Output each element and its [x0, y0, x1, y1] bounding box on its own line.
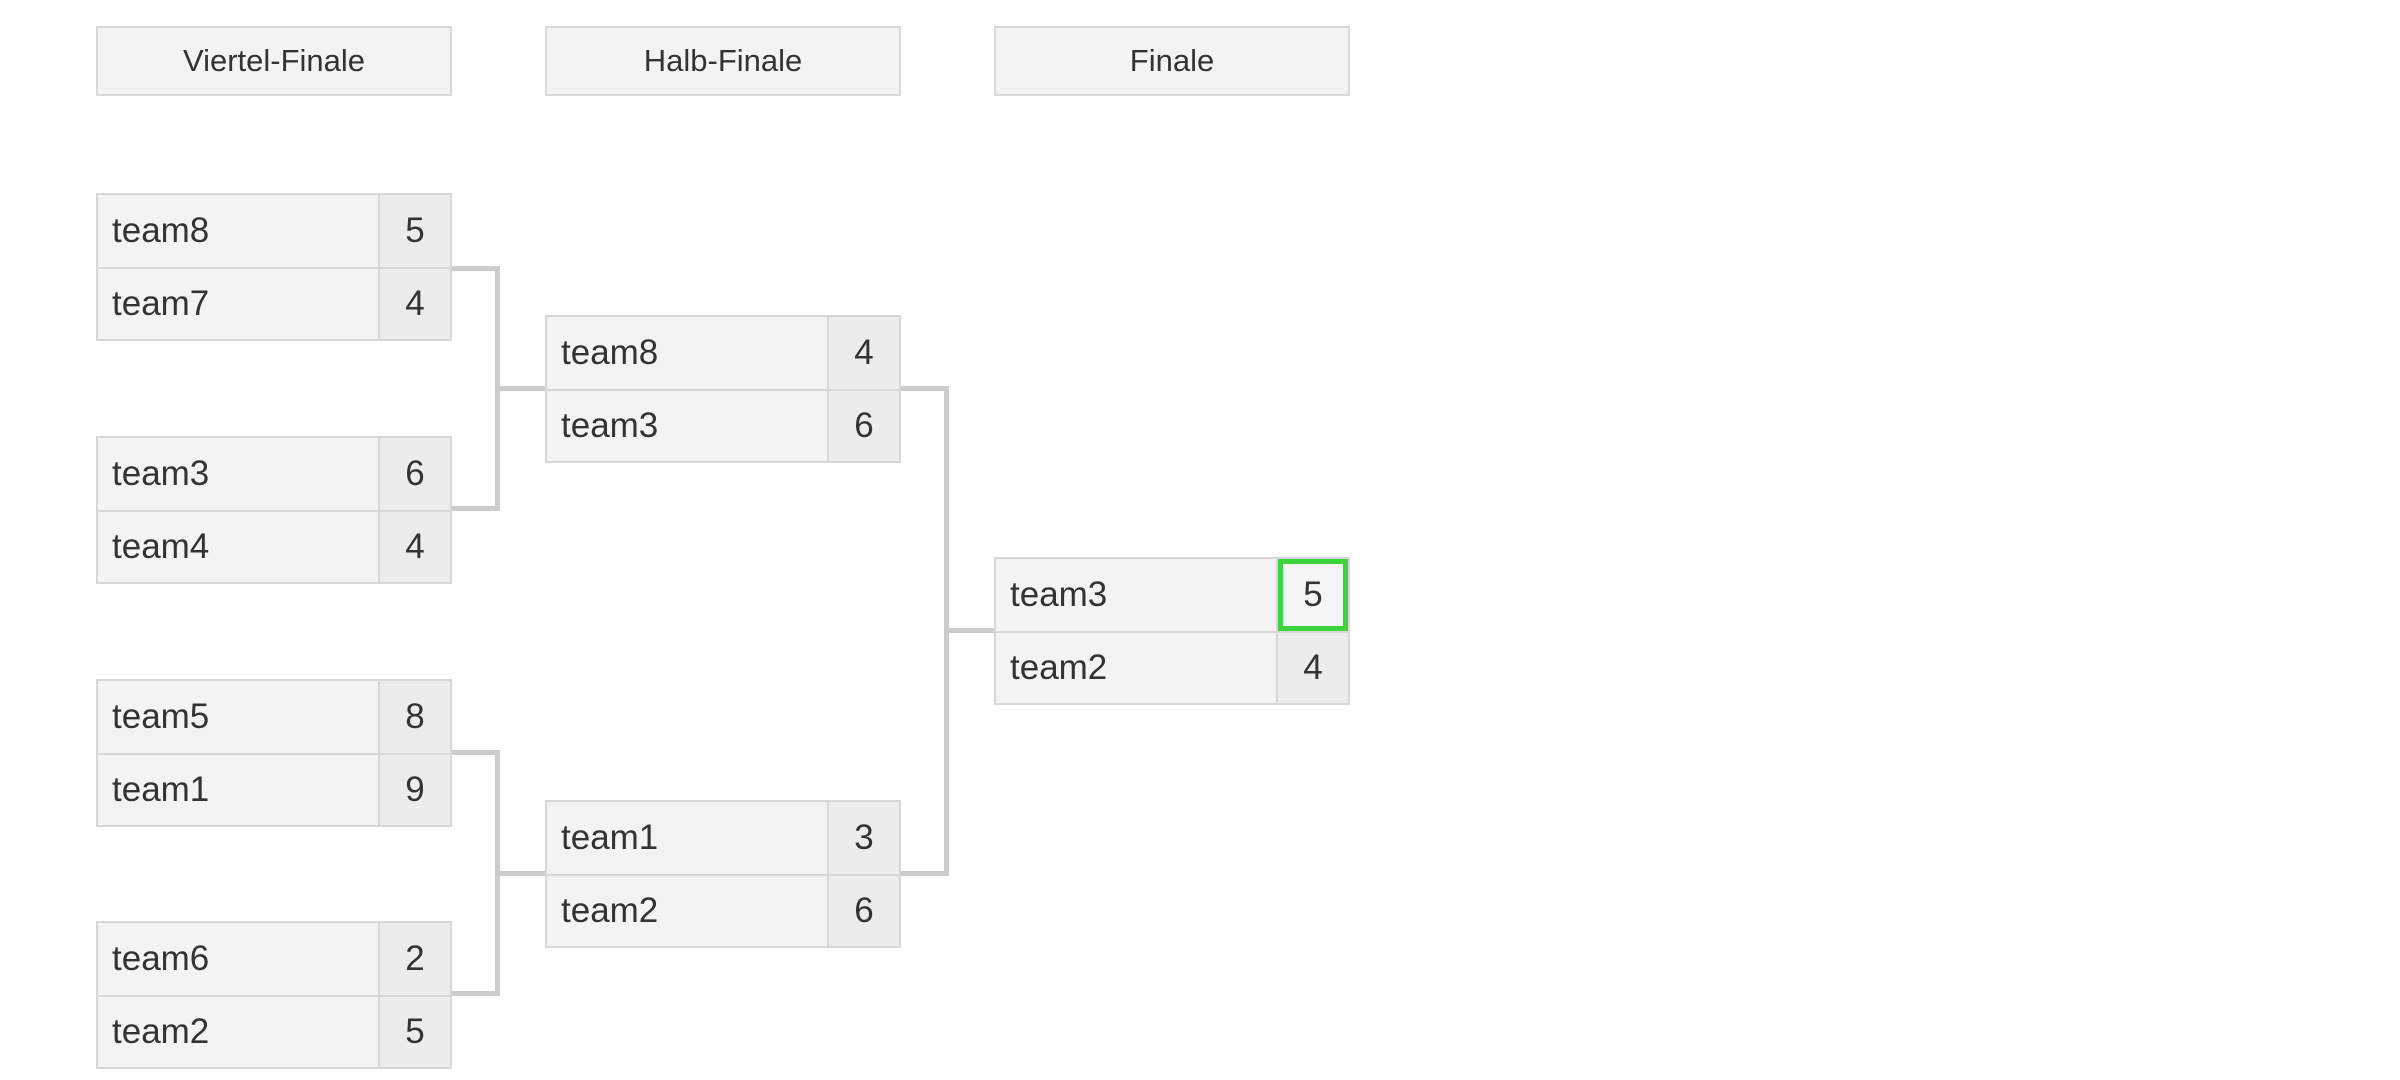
- team-score[interactable]: 9: [380, 755, 450, 825]
- team-name[interactable]: team1: [547, 802, 829, 874]
- match-qf-3: team5 8 team1 9: [96, 679, 452, 827]
- team-score[interactable]: 6: [829, 391, 899, 461]
- bracket-connector: [495, 386, 545, 391]
- team-name[interactable]: team1: [98, 755, 380, 825]
- team-row[interactable]: team2 6: [547, 874, 899, 946]
- match-sf-1: team8 4 team3 6: [545, 315, 901, 463]
- team-row[interactable]: team3 6: [98, 438, 450, 510]
- bracket-connector: [452, 506, 500, 511]
- match-qf-1: team8 5 team7 4: [96, 193, 452, 341]
- round-header-final: Finale: [994, 26, 1350, 96]
- team-row[interactable]: team5 8: [98, 681, 450, 753]
- bracket-connector: [901, 871, 949, 876]
- team-score[interactable]: 4: [380, 512, 450, 582]
- team-name[interactable]: team3: [547, 391, 829, 461]
- team-name[interactable]: team6: [98, 923, 380, 995]
- team-score[interactable]: 3: [829, 802, 899, 874]
- match-qf-2: team3 6 team4 4: [96, 436, 452, 584]
- round-title: Finale: [1129, 43, 1215, 78]
- bracket-connector: [452, 266, 500, 271]
- team-row[interactable]: team8 4: [547, 317, 899, 389]
- team-name[interactable]: team3: [996, 559, 1278, 631]
- round-title: Halb-Finale: [643, 43, 803, 78]
- team-name[interactable]: team2: [98, 997, 380, 1067]
- team-row[interactable]: team3 5: [996, 559, 1348, 631]
- team-name[interactable]: team7: [98, 269, 380, 339]
- team-score[interactable]: 4: [829, 317, 899, 389]
- match-sf-2: team1 3 team2 6: [545, 800, 901, 948]
- bracket-connector: [495, 871, 545, 876]
- team-score-selected[interactable]: 5: [1278, 559, 1348, 631]
- team-name[interactable]: team8: [98, 195, 380, 267]
- bracket-connector: [944, 628, 994, 633]
- round-header-semifinal: Halb-Finale: [545, 26, 901, 96]
- team-name[interactable]: team5: [98, 681, 380, 753]
- match-final: team3 5 team2 4: [994, 557, 1350, 705]
- team-row[interactable]: team4 4: [98, 510, 450, 582]
- team-name[interactable]: team2: [547, 876, 829, 946]
- team-score[interactable]: 5: [380, 195, 450, 267]
- team-name[interactable]: team4: [98, 512, 380, 582]
- team-name[interactable]: team8: [547, 317, 829, 389]
- team-score[interactable]: 6: [380, 438, 450, 510]
- team-name[interactable]: team3: [98, 438, 380, 510]
- team-row[interactable]: team1 3: [547, 802, 899, 874]
- bracket-connector: [452, 750, 500, 755]
- empty-canvas-area: [1400, 0, 2400, 1080]
- team-score[interactable]: 2: [380, 923, 450, 995]
- team-name[interactable]: team2: [996, 633, 1278, 703]
- team-row[interactable]: team1 9: [98, 753, 450, 825]
- team-score[interactable]: 8: [380, 681, 450, 753]
- bracket-connector: [452, 991, 500, 996]
- match-qf-4: team6 2 team2 5: [96, 921, 452, 1069]
- team-row[interactable]: team2 4: [996, 631, 1348, 703]
- team-row[interactable]: team3 6: [547, 389, 899, 461]
- bracket-connector: [901, 386, 949, 391]
- round-title: Viertel-Finale: [182, 43, 366, 78]
- team-score[interactable]: 5: [380, 997, 450, 1067]
- team-row[interactable]: team2 5: [98, 995, 450, 1067]
- team-score[interactable]: 4: [1278, 633, 1348, 703]
- team-score[interactable]: 6: [829, 876, 899, 946]
- round-header-quarterfinal: Viertel-Finale: [96, 26, 452, 96]
- team-row[interactable]: team6 2: [98, 923, 450, 995]
- team-score[interactable]: 4: [380, 269, 450, 339]
- team-row[interactable]: team7 4: [98, 267, 450, 339]
- team-row[interactable]: team8 5: [98, 195, 450, 267]
